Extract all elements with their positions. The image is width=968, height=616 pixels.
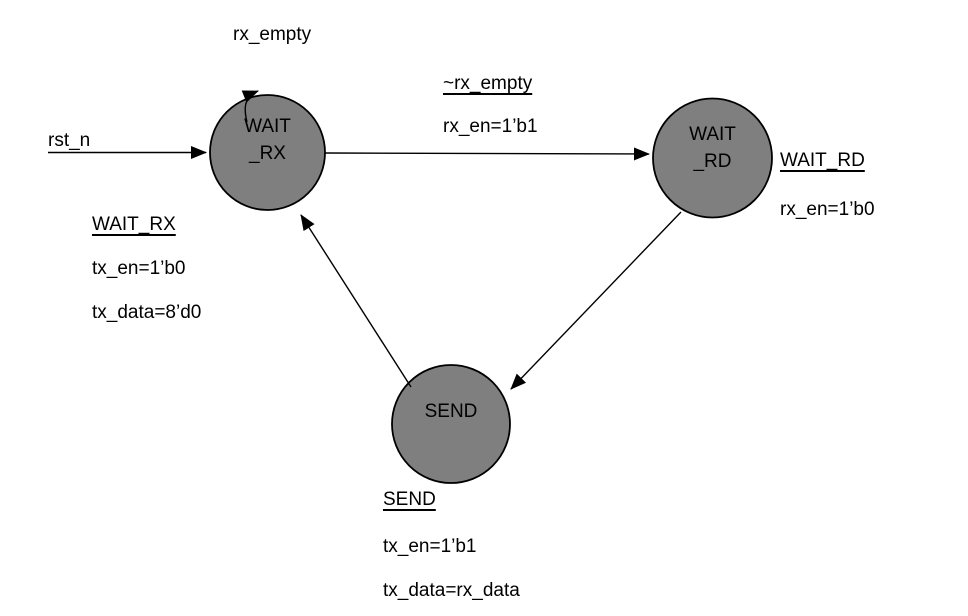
transition-arrow-send-to-waitrx [300,214,412,388]
state-label-wait-rx-line2: _RX [249,143,286,164]
note-send-title: SEND [383,489,436,510]
state-circle-send [391,364,511,484]
transition-action-label: rx_en=1’b1 [443,116,538,137]
transition-arrow-waitrx-to-waitrd [324,147,650,161]
note-send-line2: tx_data=rx_data [383,580,520,601]
state-circle-wait-rx [209,94,326,211]
state-label-wait-rx-line1: WAIT [244,116,291,137]
transition-arrow-waitrd-to-send [510,211,682,390]
reset-signal-label: rst_n [48,130,91,151]
state-label-wait-rx: WAIT _RX [207,113,328,167]
note-wait-rx-line2: tx_data=8’d0 [92,302,202,323]
note-wait-rd-line1: rx_en=1’b0 [780,199,875,220]
self-loop-arrow [241,90,259,123]
state-label-send-line1: SEND [424,401,478,422]
state-circle-wait-rd [652,97,773,219]
self-loop-label: rx_empty [233,24,312,45]
note-wait-rx-title: WAIT_RX [92,214,176,235]
note-wait-rd-title: WAIT_RD [780,150,865,171]
state-label-wait-rd: WAIT _RD [652,121,773,175]
state-label-wait-rd-line1: WAIT [689,124,736,145]
transition-condition-label: ~rx_empty [443,73,533,94]
state-label-wait-rd-line2: _RD [693,151,732,172]
state-label-send: SEND [391,398,511,425]
note-send-line1: tx_en=1’b1 [383,536,477,557]
note-wait-rx-line1: tx_en=1’b0 [92,258,186,279]
